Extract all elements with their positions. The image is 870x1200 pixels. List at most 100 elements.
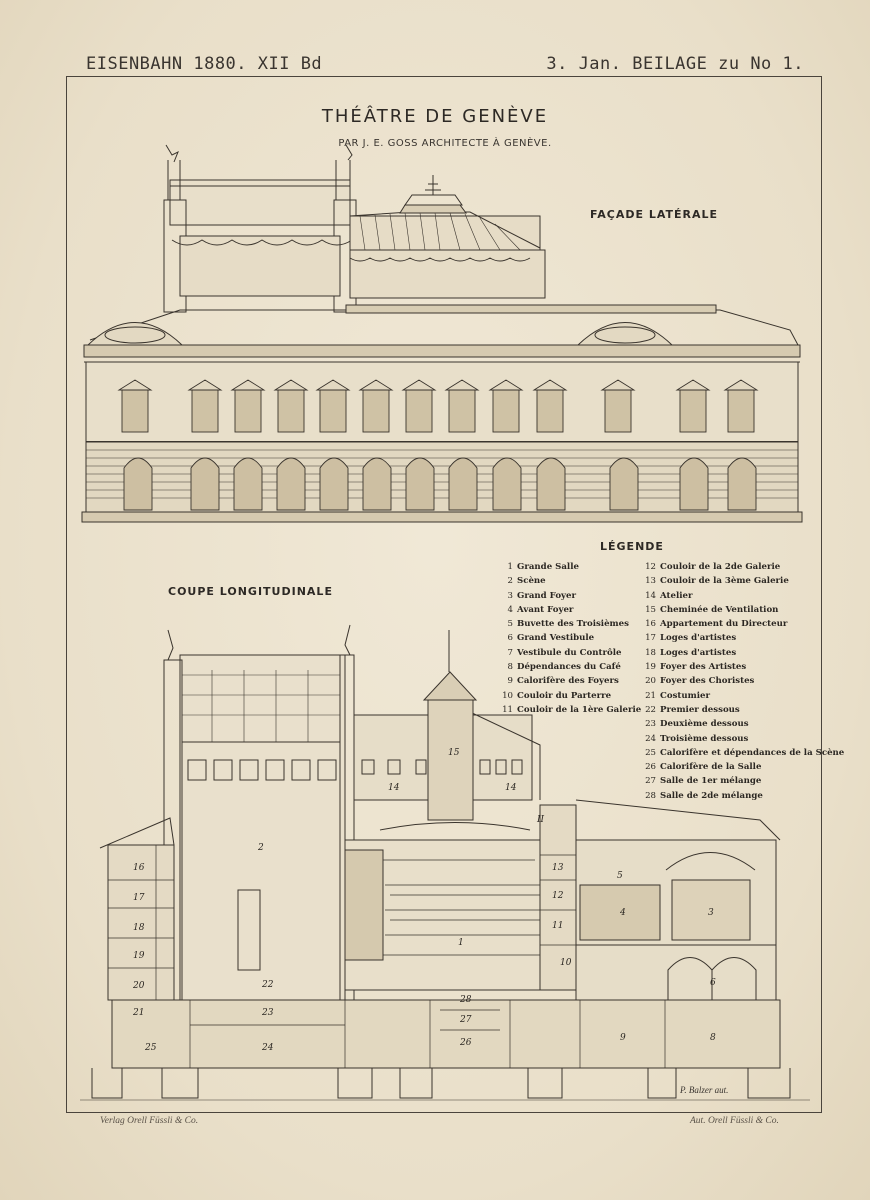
section-room-number: 15: [448, 748, 460, 758]
section-room-number: 14: [388, 783, 400, 793]
section-room-number: 10: [560, 958, 572, 968]
legend-item-number: 13: [645, 576, 656, 587]
facade-arched-door: [448, 457, 478, 511]
section-room-number: 12: [552, 891, 564, 901]
section-room-number: 27: [459, 1015, 472, 1025]
legend-item-label: Salle de 1er mélange: [660, 776, 762, 787]
legend-item-label: Cheminée de Ventilation: [660, 604, 779, 615]
legend-item-label: Foyer des Artistes: [660, 662, 747, 673]
legend-item-label: Deuxième dessous: [660, 719, 749, 730]
facade-arched-door: [123, 457, 153, 511]
legend-item-label: Couloir de la 1ère Galerie: [517, 704, 642, 715]
legend-item-number: 7: [507, 647, 513, 658]
facade-arched-door: [727, 457, 757, 511]
window-pediment: [532, 379, 568, 391]
printer-credit: Aut. Orell Füssli & Co.: [690, 1116, 779, 1126]
window-pediment: [230, 379, 266, 391]
legend-item: 6 Grand Vestibule: [497, 631, 641, 645]
window-pediment: [600, 379, 636, 391]
legend-item-number: 15: [645, 604, 656, 615]
legend-item-number: 28: [645, 790, 656, 801]
facade-arched-door: [536, 457, 566, 511]
facade-arched-door: [190, 457, 220, 511]
legend-item-label: Grand Foyer: [517, 590, 577, 601]
legend-item-label: Avant Foyer: [517, 604, 574, 615]
plate-title: THÉÂTRE DE GENÈVE: [321, 106, 549, 127]
facade-upper-window: [536, 389, 564, 433]
window-pediment: [187, 379, 223, 391]
legend-item-number: 17: [645, 633, 656, 644]
legend-item-number: 4: [507, 604, 513, 615]
legend-item-label: Loges d'artistes: [660, 633, 737, 644]
facade-arched-door: [362, 457, 392, 511]
legend-item-number: 12: [645, 562, 656, 572]
legend-item-label: Couloir de la 2de Galerie: [660, 562, 781, 572]
legend-item-number: 1: [507, 562, 513, 572]
legend-item-number: 3: [507, 590, 513, 601]
legend-item-number: 18: [645, 647, 656, 658]
legend-item-number: 6: [507, 633, 513, 644]
legend-item-number: 27: [645, 776, 656, 787]
window-pediment: [117, 379, 153, 391]
section-room-number: 8: [710, 1033, 716, 1043]
window-pediment: [488, 379, 524, 391]
facade-arched-door: [679, 457, 709, 511]
section-room-number: 20: [132, 981, 145, 991]
legend-item-number: 11: [502, 704, 513, 715]
publisher-credit: Verlag Orell Füssli & Co.: [100, 1116, 199, 1126]
facade-upper-window: [319, 389, 347, 433]
legend-item-number: 8: [507, 662, 513, 673]
section-room-number: 25: [144, 1043, 157, 1053]
legend-item-label: Loges d'artistes: [660, 647, 737, 658]
window-pediment: [315, 379, 351, 391]
facade-arched-door: [405, 457, 435, 511]
facade-upper-window: [448, 389, 476, 433]
legend-item-label: Dépendances du Café: [517, 662, 621, 673]
legend-item-label: Grande Salle: [517, 562, 579, 572]
legend-item-number: 2: [507, 576, 513, 587]
legend-item-label: Grand Vestibule: [517, 633, 595, 644]
section-room-number: 2: [257, 843, 264, 853]
section-room-number: 17: [133, 893, 145, 903]
legend-item-label: Calorifère et dépendances de la Scène: [660, 747, 845, 758]
plate-subtitle: PAR J. E. GOSS ARCHITECTE À GENÈVE.: [338, 138, 552, 149]
section-room-number: 23: [261, 1008, 274, 1018]
legend-item-label: Atelier: [660, 590, 693, 601]
section-room-number: 14: [505, 783, 517, 793]
section-room-number: 21: [132, 1008, 144, 1018]
legend-item-number: 21: [645, 690, 656, 701]
legend-item-label: Scène: [517, 576, 546, 587]
legend-item-label: Calorifère de la Salle: [660, 762, 762, 773]
legend-item-number: 16: [645, 619, 656, 630]
window-pediment: [444, 379, 480, 391]
legend-item: 3 Grand Foyer: [497, 589, 641, 603]
section-room-number: II: [536, 815, 545, 825]
window-pediment: [723, 379, 759, 391]
legend-item: 8 Dépendances du Café: [497, 660, 641, 674]
section-room-number: 22: [261, 980, 274, 990]
facade-arched-door: [492, 457, 522, 511]
legend-item-label: Troisième dessous: [660, 733, 749, 744]
section-room-number: 3: [708, 908, 714, 918]
legend-item-label: Couloir du Parterre: [517, 690, 612, 701]
section-room-number: 13: [552, 863, 564, 873]
facade-arched-door: [609, 457, 639, 511]
legend-item-label: Buvette des Troisièmes: [517, 619, 629, 630]
supplement-reference: 3. Jan. BEILAGE zu No 1.: [546, 54, 804, 74]
section-room-number: 18: [133, 923, 145, 933]
legend-item: 18 Loges d'artistes: [640, 646, 844, 660]
window-pediment: [273, 379, 309, 391]
section-room-number: 4: [619, 908, 626, 918]
